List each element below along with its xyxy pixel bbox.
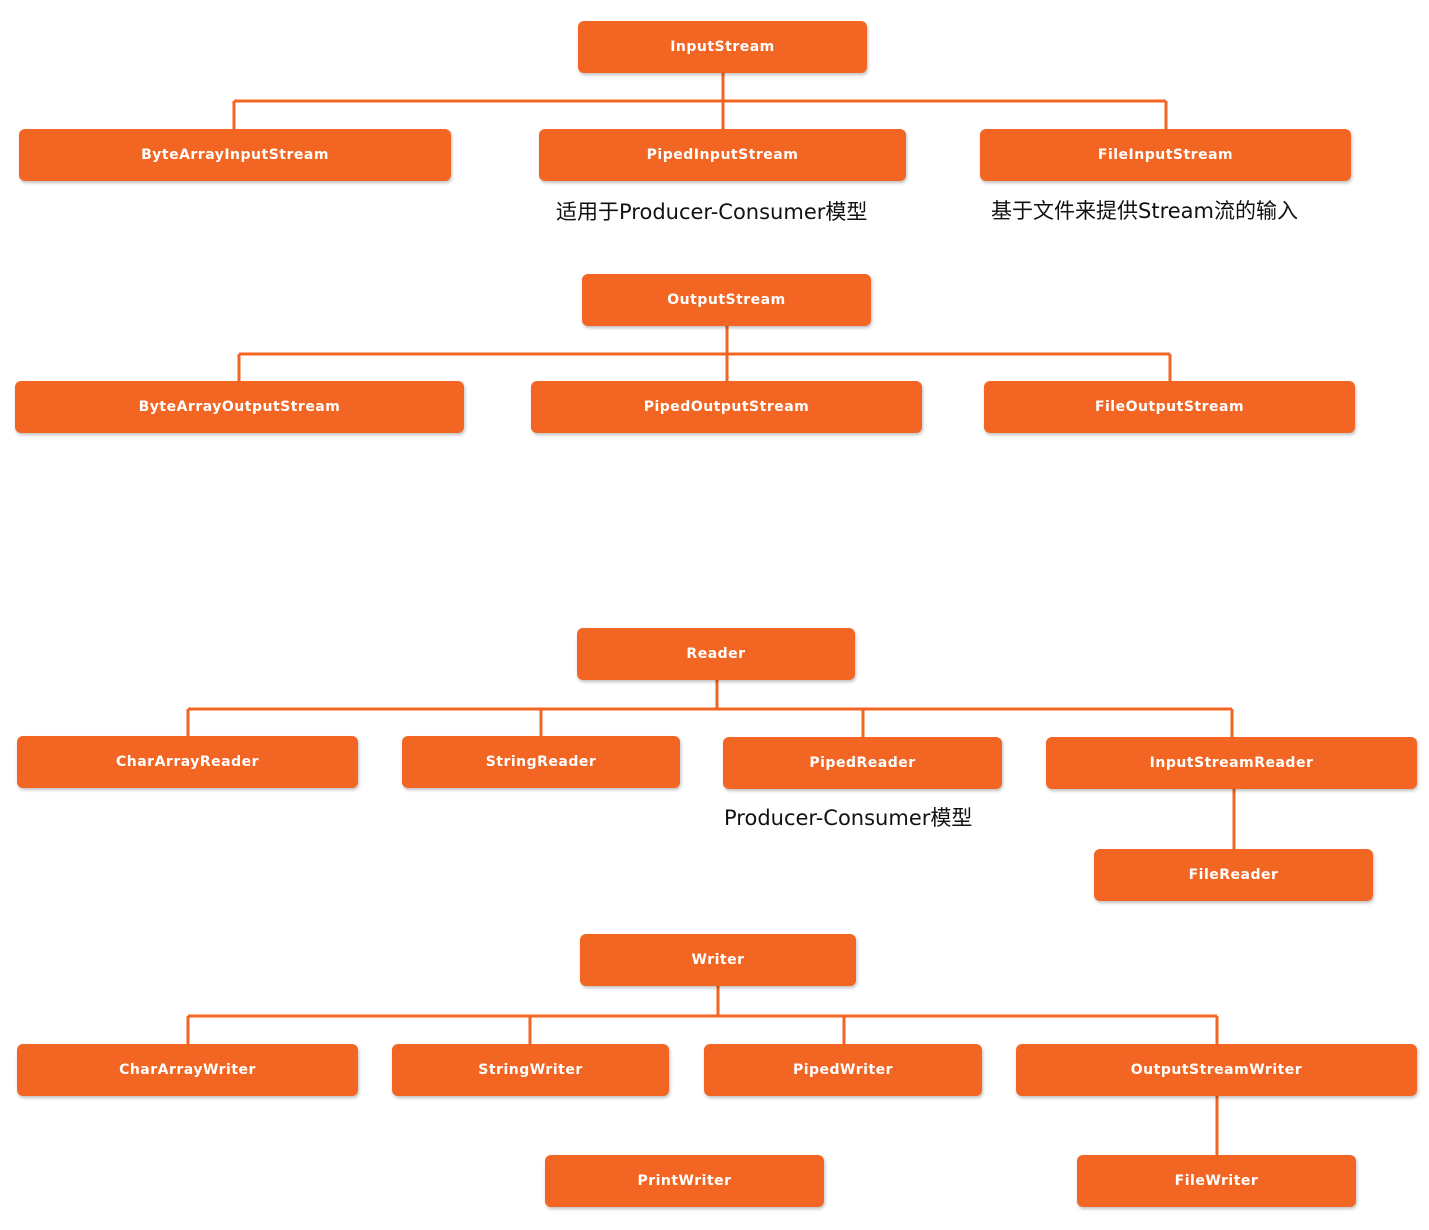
note-pipedinputstream: 适用于Producer-Consumer模型 — [556, 200, 868, 224]
node-writer: Writer — [580, 934, 856, 986]
node-pipedinputstream: PipedInputStream — [539, 129, 906, 181]
node-bytearrayoutputstream: ByteArrayOutputStream — [15, 381, 464, 433]
node-fileinputstream: FileInputStream — [980, 129, 1351, 181]
note-pipedreader: Producer-Consumer模型 — [724, 806, 973, 830]
node-printwriter: PrintWriter — [545, 1155, 824, 1207]
node-chararrayreader: CharArrayReader — [17, 736, 358, 788]
note-fileinputstream: 基于文件来提供Stream流的输入 — [991, 199, 1298, 223]
node-bytearrayinputstream: ByteArrayInputStream — [19, 129, 451, 181]
node-filewriter: FileWriter — [1077, 1155, 1356, 1207]
node-outputstream: OutputStream — [582, 274, 871, 326]
node-reader: Reader — [577, 628, 855, 680]
node-pipedoutputstream: PipedOutputStream — [531, 381, 922, 433]
node-inputstreamreader: InputStreamReader — [1046, 737, 1417, 789]
node-filereader: FileReader — [1094, 849, 1373, 901]
node-inputstream: InputStream — [578, 21, 867, 73]
node-chararraywriter: CharArrayWriter — [17, 1044, 358, 1096]
node-outputstreamwriter: OutputStreamWriter — [1016, 1044, 1417, 1096]
node-stringreader: StringReader — [402, 736, 680, 788]
node-pipedreader: PipedReader — [723, 737, 1002, 789]
node-stringwriter: StringWriter — [392, 1044, 669, 1096]
node-pipedwriter: PipedWriter — [704, 1044, 982, 1096]
node-fileoutputstream: FileOutputStream — [984, 381, 1355, 433]
